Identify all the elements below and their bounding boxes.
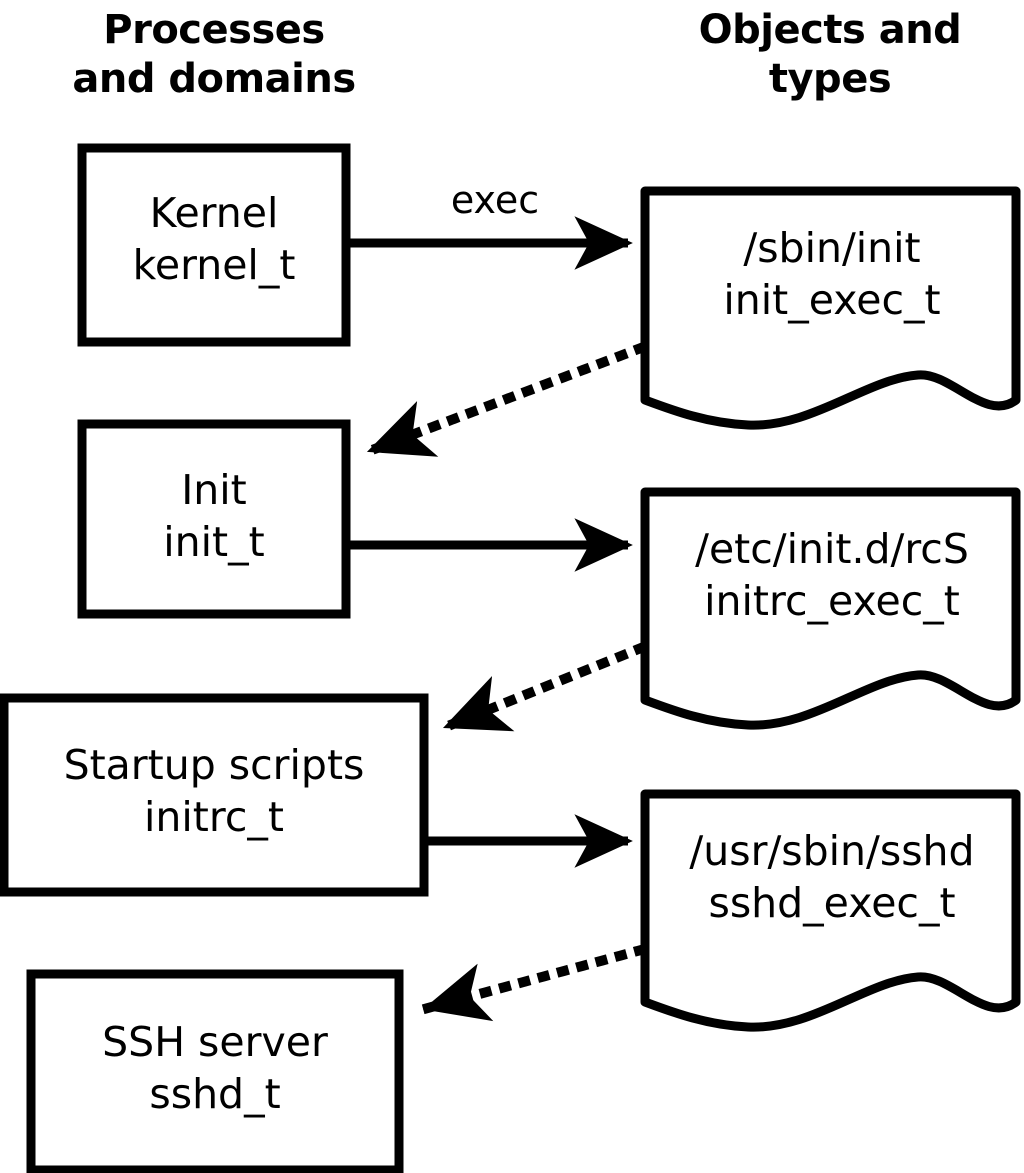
- edge-label-exec: exec: [450, 178, 540, 222]
- edge-initrc-exec-to-initrc: [441, 641, 648, 733]
- object-doc-initrc-exec[interactable]: [640, 487, 1021, 730]
- edge-init-exec-to-init: [365, 341, 648, 457]
- object-doc-sshd-exec[interactable]: [640, 789, 1021, 1032]
- column-header-objects: Objects and types: [698, 7, 962, 102]
- process-box-initrc[interactable]: [0, 693, 429, 897]
- object-doc-init-exec[interactable]: [640, 186, 1021, 430]
- column-header-processes: Processes and domains: [72, 7, 356, 102]
- process-box-sshd[interactable]: [26, 969, 404, 1173]
- process-box-kernel[interactable]: [77, 143, 351, 347]
- process-box-init[interactable]: [77, 419, 351, 619]
- edge-sshd-exec-to-sshd: [421, 943, 648, 1022]
